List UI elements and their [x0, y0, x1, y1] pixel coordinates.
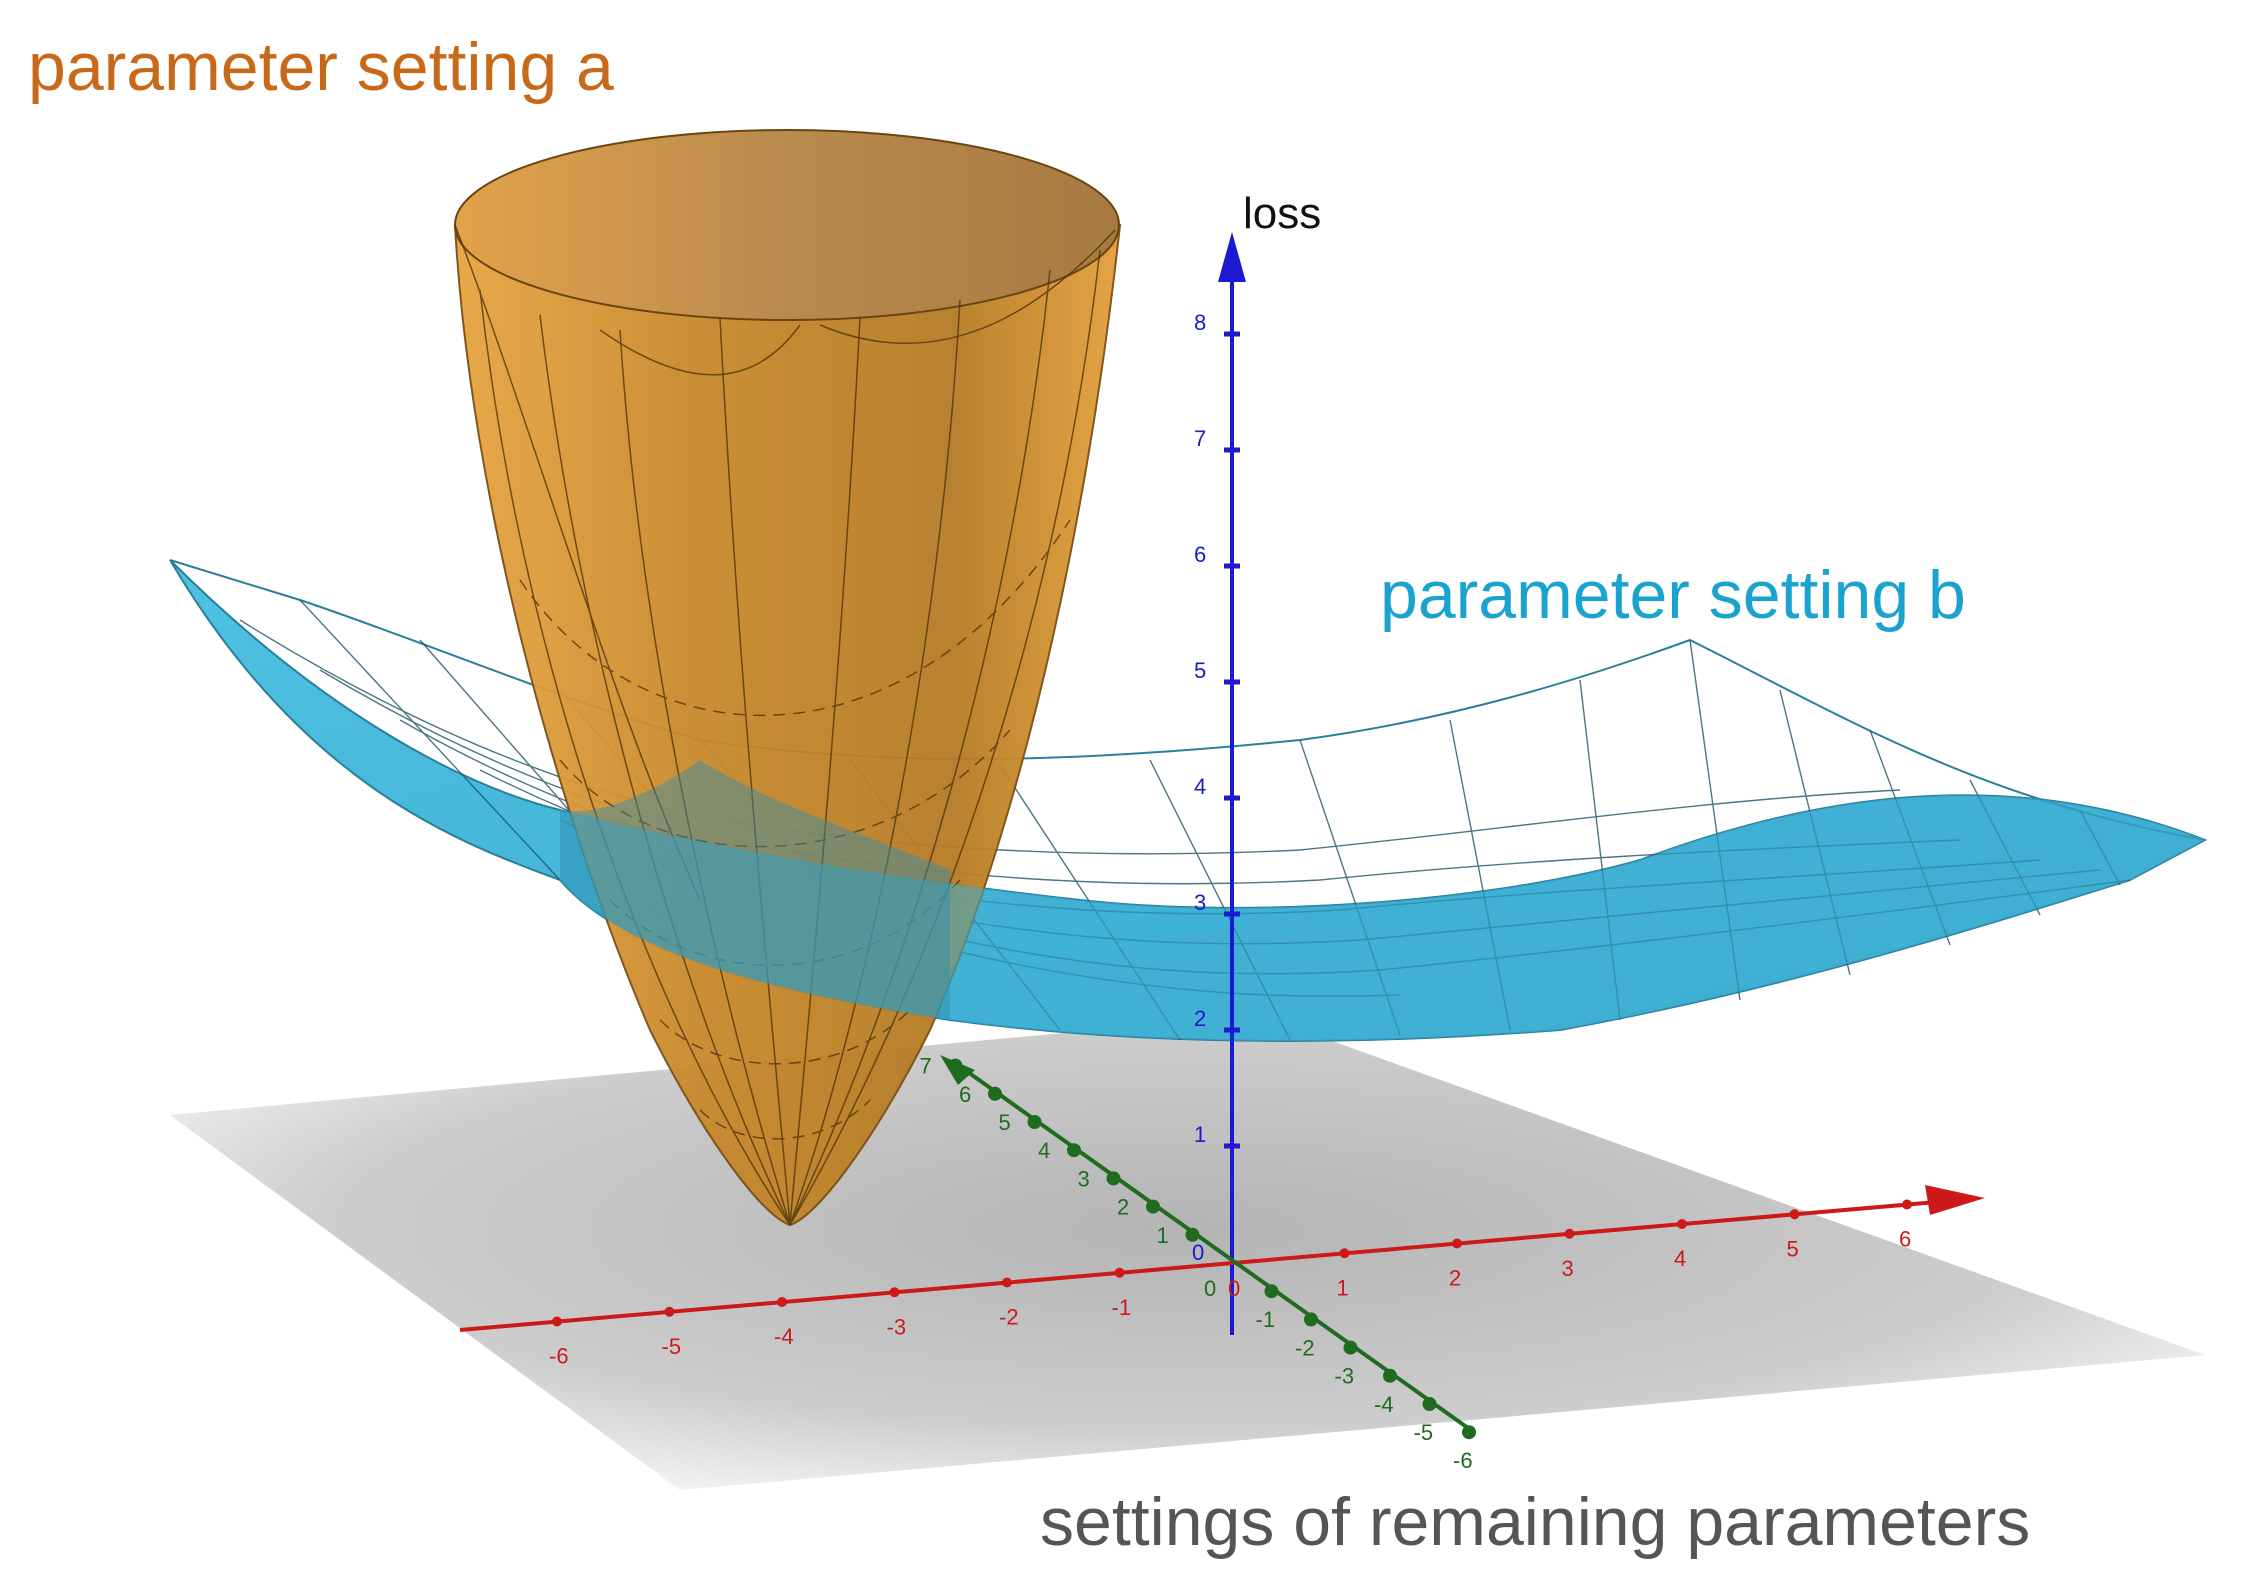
- y-tick-mark: [1422, 1397, 1437, 1411]
- y-tick-mark: [1383, 1368, 1397, 1383]
- x-tick-label: 6: [1899, 1227, 1911, 1252]
- x-tick-mark: [1564, 1228, 1575, 1239]
- loss-axis-arrow: [1218, 232, 1246, 282]
- y-tick-label: 4: [1038, 1138, 1050, 1163]
- loss-axis-label: loss: [1243, 189, 1321, 238]
- x-tick-label: 5: [1787, 1236, 1799, 1261]
- x-tick-label: 3: [1562, 1256, 1574, 1281]
- y-tick-label: 2: [1117, 1195, 1129, 1220]
- remaining-parameters-label: settings of remaining parameters: [1040, 1484, 2030, 1560]
- loss-tick-label: 1: [1194, 1122, 1206, 1147]
- x-tick-mark: [552, 1316, 562, 1327]
- x-axis-arrow: [1925, 1185, 1985, 1215]
- y-tick-mark: [1462, 1425, 1476, 1440]
- x-axis: [459, 1185, 1985, 1332]
- y-tick-mark: [1067, 1143, 1081, 1158]
- y-tick-label: -6: [1453, 1448, 1473, 1473]
- x-tick-mark: [664, 1306, 675, 1317]
- loss-tick-label: 5: [1194, 658, 1206, 683]
- x-tick-mark: [1114, 1267, 1125, 1278]
- bowl-rim: [454, 129, 1120, 321]
- x-tick-mark: [1789, 1209, 1800, 1220]
- parameter-setting-b-label: parameter setting b: [1380, 557, 1966, 633]
- y-tick-mark: [948, 1058, 963, 1073]
- x-tick-label: -2: [999, 1305, 1019, 1330]
- x-tick-label: -5: [662, 1334, 682, 1359]
- y-tick-label: 6: [959, 1082, 971, 1107]
- y-tick-mark: [1343, 1340, 1358, 1355]
- y-tick-label: -5: [1414, 1420, 1434, 1445]
- loss-tick-label: 7: [1194, 426, 1206, 451]
- surface-setting-b-front: [560, 795, 2205, 1041]
- loss-origin-label: 0: [1192, 1240, 1204, 1265]
- sheet-overlap-region: [560, 760, 950, 1020]
- loss-tick-label: 8: [1194, 310, 1206, 335]
- parameter-setting-a-label: parameter setting a: [28, 29, 614, 105]
- loss-axis: [1218, 232, 1246, 1335]
- x-tick-mark: [1452, 1238, 1462, 1249]
- loss-tick-label: 4: [1194, 774, 1206, 799]
- loss-tick-label: 2: [1194, 1006, 1206, 1031]
- y-tick-label: 7: [920, 1054, 932, 1079]
- x-tick-label: 4: [1674, 1246, 1686, 1271]
- y-tick-label: 5: [999, 1110, 1011, 1135]
- loss-tick-label: 3: [1194, 890, 1206, 915]
- x-tick-label: -6: [549, 1344, 569, 1369]
- y-tick-mark: [1146, 1199, 1160, 1214]
- y-tick-mark: [1185, 1227, 1200, 1242]
- y-tick-label: 1: [1157, 1223, 1169, 1248]
- floor-plane: [170, 1015, 2205, 1490]
- x-tick-label: 1: [1337, 1275, 1349, 1300]
- x-tick-label: -4: [774, 1324, 794, 1349]
- y-tick-mark: [1304, 1312, 1318, 1327]
- x-tick-mark: [1902, 1199, 1912, 1210]
- y-tick-label: -3: [1335, 1364, 1355, 1389]
- y-origin-label: 0: [1204, 1276, 1216, 1301]
- x-tick-mark: [1002, 1277, 1012, 1288]
- y-tick-label: -1: [1256, 1307, 1276, 1332]
- y-tick-mark: [1027, 1115, 1042, 1129]
- loss-tick-label: 6: [1194, 542, 1206, 567]
- y-tick-mark: [988, 1086, 1002, 1101]
- x-tick-mark: [1339, 1248, 1350, 1259]
- y-tick-mark: [1264, 1284, 1279, 1299]
- y-tick-mark: [1106, 1171, 1121, 1186]
- x-tick-label: 2: [1449, 1266, 1461, 1291]
- y-tick-label: 3: [1078, 1166, 1090, 1191]
- y-tick-label: -4: [1374, 1392, 1394, 1417]
- x-tick-label: -1: [1112, 1295, 1132, 1320]
- x-origin-label: 0: [1228, 1276, 1240, 1301]
- x-tick-mark: [889, 1287, 900, 1298]
- x-tick-mark: [1677, 1219, 1687, 1229]
- y-axis: [940, 1055, 1476, 1440]
- x-tick-label: -3: [887, 1314, 907, 1339]
- x-tick-mark: [777, 1297, 787, 1307]
- y-tick-label: -2: [1295, 1335, 1315, 1360]
